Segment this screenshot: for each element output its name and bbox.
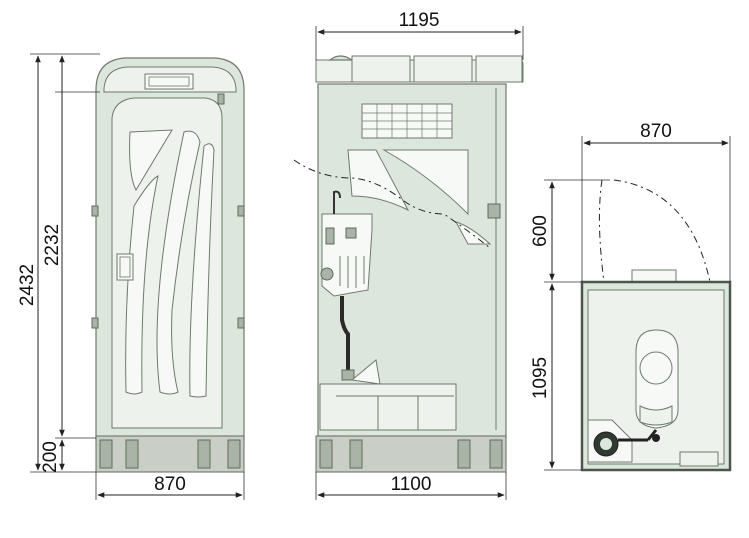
dim-body-height: 2232 [42,224,63,266]
front-width-dimension: 870 [95,472,245,500]
dim-side-top-width: 1195 [399,10,440,31]
dim-plan-width: 870 [640,121,672,142]
door-handle [116,253,134,281]
dim-plan-depth: 1095 [530,357,551,399]
dim-plan-door-swing: 600 [530,215,551,247]
plan-depth-dimensions: 600 1095 [530,179,610,471]
plan-width-dimension: 870 [581,121,731,282]
front-vent [144,73,194,90]
side-top-width-dimension: 1195 [315,10,524,60]
dim-side-bottom-width: 1100 [391,474,432,495]
side-bottom-width-dimension: 1100 [315,472,507,500]
dim-front-width: 870 [154,474,186,495]
dim-total-height: 2432 [17,264,38,306]
front-base [95,435,245,473]
side-view [293,55,524,473]
front-height-dimensions: 2432 2232 200 [17,53,100,473]
plan-view [580,179,732,472]
front-view [91,57,245,473]
side-floor-step [319,383,457,431]
side-base [315,435,507,473]
dim-base-height: 200 [40,441,61,473]
